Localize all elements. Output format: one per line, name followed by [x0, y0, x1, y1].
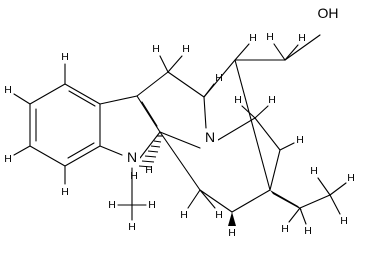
- bond: [203, 96, 207, 129]
- bond: [159, 131, 201, 191]
- heteroatoms: N N OH: [124, 4, 344, 165]
- bond: [67, 142, 95, 159]
- bond: [29, 83, 66, 105]
- hash-bond: [138, 135, 163, 168]
- hydrogen-label: H: [340, 215, 348, 227]
- bond: [284, 44, 299, 61]
- bond: [234, 59, 271, 191]
- bond: [199, 189, 233, 213]
- stereo-bonds: [138, 135, 302, 226]
- bond: [99, 145, 123, 156]
- nitrogen-atom-label: N: [127, 149, 137, 165]
- bond: [136, 71, 169, 97]
- bond: [159, 55, 169, 73]
- bond: [241, 105, 256, 119]
- hydrogen-label: H: [4, 84, 12, 96]
- hydrogen-label: H: [152, 43, 160, 55]
- hydrogen-label: H: [215, 209, 223, 221]
- hydrogen-label: H: [61, 51, 69, 63]
- bond: [167, 55, 183, 73]
- bond: [234, 43, 250, 61]
- bond: [13, 93, 31, 105]
- hydrogen-label: H: [145, 164, 153, 176]
- bond: [254, 117, 281, 151]
- hydrogen-label: H: [298, 32, 306, 44]
- hydrogen-label: H: [281, 223, 289, 235]
- bond: [187, 189, 201, 209]
- bond: [329, 194, 341, 215]
- bond: [217, 117, 256, 141]
- nitrogen-atom-label: N: [205, 129, 215, 145]
- bond: [279, 142, 295, 151]
- hydrogen-label: H: [228, 227, 236, 239]
- hydrogen-label: H: [130, 170, 138, 182]
- bond: [99, 95, 138, 105]
- hydrogen-label: H: [148, 199, 156, 211]
- hydrogen-label: H: [347, 172, 355, 184]
- wedge-bond: [228, 212, 236, 226]
- bond: [231, 189, 271, 213]
- wedge-bond: [270, 190, 302, 210]
- hydrogens: H H H H H H H H H H H H H H H H H H H H …: [4, 31, 355, 239]
- bond: [203, 83, 215, 98]
- hydrogen-label: H: [249, 32, 257, 44]
- bond: [64, 145, 101, 167]
- bond: [64, 83, 101, 105]
- bond: [317, 177, 331, 196]
- bond: [269, 149, 281, 191]
- hydrogen-label: H: [61, 186, 69, 198]
- bonds: [13, 34, 347, 225]
- hydrogen-label: H: [180, 209, 188, 221]
- hydrogen-label: H: [296, 134, 304, 146]
- bond: [141, 101, 158, 127]
- bond: [68, 90, 96, 107]
- bond: [329, 182, 347, 196]
- hydrogen-label: H: [304, 225, 312, 237]
- hydrogen-label: H: [215, 72, 223, 84]
- bond: [299, 207, 307, 225]
- bond: [139, 131, 161, 159]
- hydrogen-label: H: [182, 43, 190, 55]
- hydrogen-label: H: [128, 221, 136, 233]
- bond: [199, 189, 216, 209]
- hydrogen-label: H: [234, 94, 242, 106]
- bond: [273, 43, 286, 61]
- bond: [167, 71, 205, 98]
- hydrogen-label: H: [268, 94, 276, 106]
- bond: [288, 207, 301, 223]
- hydrogen-label: H: [4, 153, 12, 165]
- bond: [13, 145, 31, 156]
- bond: [284, 34, 321, 61]
- bond: [299, 194, 331, 209]
- bond: [159, 131, 201, 149]
- hydroxyl-label: OH: [318, 5, 339, 21]
- bond: [29, 145, 66, 167]
- hydrogen-label: H: [108, 199, 116, 211]
- bond: [254, 105, 269, 119]
- hydrogen-label: H: [310, 165, 318, 177]
- bond: [136, 95, 161, 133]
- hydrogen-label: H: [266, 31, 274, 43]
